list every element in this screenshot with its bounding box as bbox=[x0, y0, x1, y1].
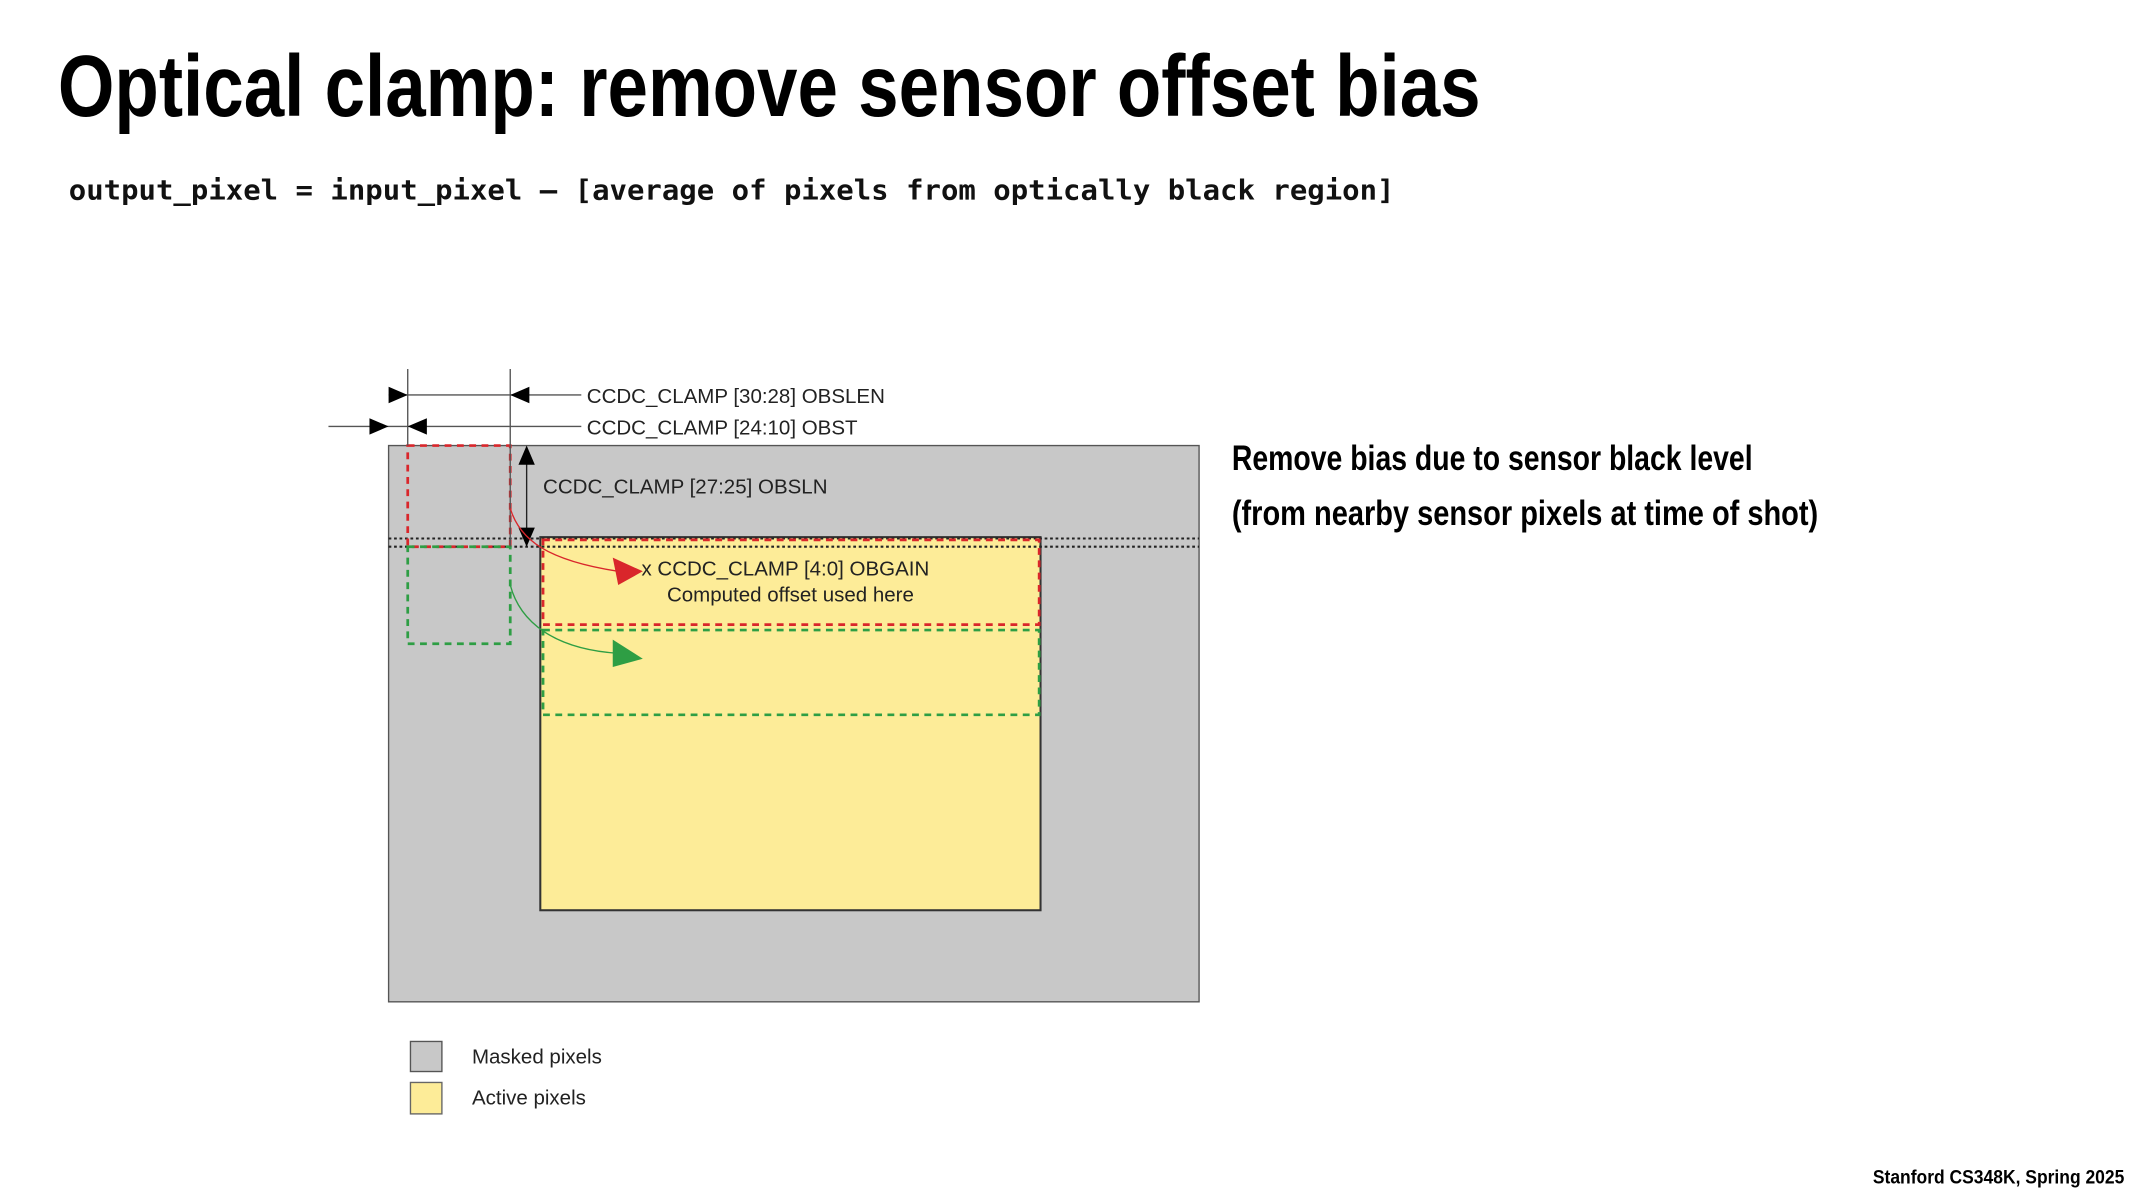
note-line-1: Remove bias due to sensor black level bbox=[1232, 438, 1753, 478]
green-arrowhead-icon bbox=[612, 639, 643, 667]
label-obst: CCDC_CLAMP [24:10] OBST bbox=[587, 417, 858, 440]
sensor-diagram: CCDC_CLAMP [30:28] OBSLEN CCDC_CLAMP [24… bbox=[328, 369, 1200, 1115]
red-arrowhead-icon bbox=[612, 557, 643, 585]
label-obgain: x CCDC_CLAMP [4:0] OBGAIN bbox=[641, 557, 929, 580]
label-obsln: CCDC_CLAMP [27:25] OBSLN bbox=[543, 475, 827, 498]
legend-label-masked: Masked pixels bbox=[472, 1045, 602, 1068]
page-title: Optical clamp: remove sensor offset bias bbox=[58, 37, 1481, 135]
arrow-left-icon bbox=[510, 386, 530, 404]
arrow-right-icon bbox=[369, 418, 389, 435]
legend: Masked pixels Active pixels bbox=[409, 1040, 602, 1115]
arrow-right-icon bbox=[388, 386, 408, 404]
green-active-rows bbox=[541, 628, 1041, 717]
green-curve bbox=[509, 584, 619, 654]
note-line-2: (from nearby sensor pixels at time of sh… bbox=[1232, 493, 1818, 533]
legend-label-active: Active pixels bbox=[472, 1086, 586, 1109]
active-region bbox=[539, 536, 1042, 912]
red-curve bbox=[509, 508, 619, 572]
arrow-up-icon bbox=[518, 445, 535, 465]
arrow-left-icon bbox=[407, 418, 427, 435]
legend-swatch-active bbox=[409, 1081, 443, 1115]
red-active-rows bbox=[541, 538, 1041, 626]
footer-credit: Stanford CS348K, Spring 2025 bbox=[1873, 1168, 2125, 1189]
formula: output_pixel = input_pixel – [average of… bbox=[69, 176, 1395, 207]
label-obslen: CCDC_CLAMP [30:28] OBSLEN bbox=[587, 385, 885, 408]
label-computed-offset: Computed offset used here bbox=[667, 583, 914, 606]
green-black-region bbox=[406, 545, 512, 646]
legend-swatch-masked bbox=[409, 1040, 443, 1073]
